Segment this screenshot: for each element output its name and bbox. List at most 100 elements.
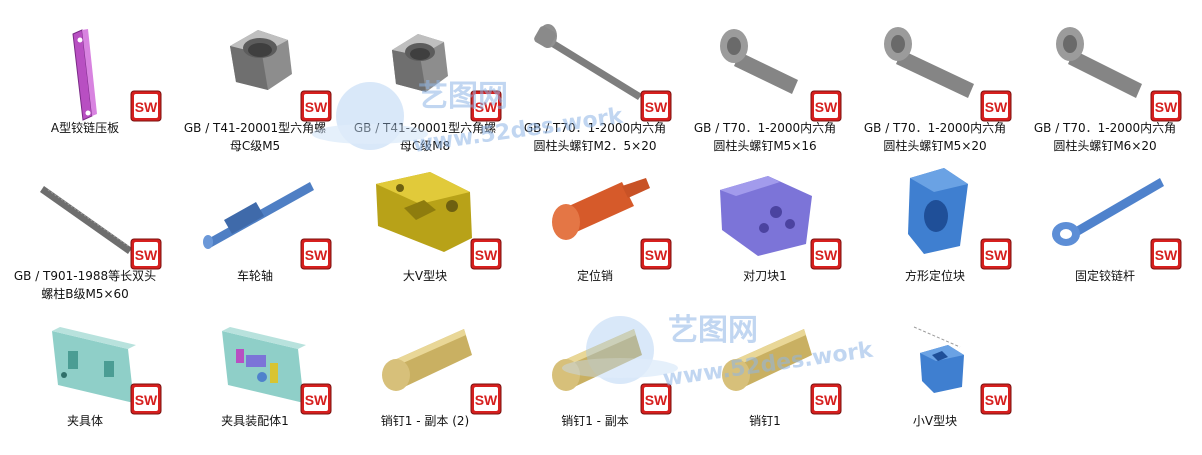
wheel-shaft-part-icon: [170, 160, 340, 272]
file-item-hex-nut-m5[interactable]: GB / T41-20001型六角螺 母C级M5: [170, 12, 340, 162]
file-name: GB / T901-1988等长双头 螺柱B级M5×60: [13, 269, 157, 301]
svg-text:SW: SW: [1155, 247, 1178, 263]
file-name: 大V型块: [402, 269, 448, 283]
solidworks-icon: SW: [130, 90, 162, 122]
solidworks-icon: SW: [810, 238, 842, 270]
svg-text:SW: SW: [985, 99, 1008, 115]
svg-text:SW: SW: [815, 99, 838, 115]
solidworks-icon: SW: [640, 383, 672, 415]
solidworks-icon: SW: [1150, 90, 1182, 122]
svg-text:SW: SW: [135, 392, 158, 408]
svg-text:SW: SW: [815, 247, 838, 263]
file-item-hinge-rod[interactable]: 固定铰链杆: [1020, 160, 1190, 310]
file-item-locating-pin[interactable]: 定位销: [510, 160, 680, 310]
file-item-small-v-block[interactable]: 小V型块: [850, 305, 1020, 455]
svg-text:SW: SW: [475, 99, 498, 115]
svg-text:SW: SW: [305, 99, 328, 115]
hinge-plate-part-icon: [0, 12, 170, 124]
svg-text:SW: SW: [1155, 99, 1178, 115]
file-name: A型铰链压板: [50, 121, 120, 135]
hinge-rod-part-icon: [1020, 160, 1190, 272]
svg-text:SW: SW: [645, 99, 668, 115]
solidworks-icon: SW: [980, 238, 1012, 270]
file-item-tool-setting-block[interactable]: 对刀块1: [680, 160, 850, 310]
svg-text:SW: SW: [135, 99, 158, 115]
file-item-wheel-shaft[interactable]: 车轮轴: [170, 160, 340, 310]
solidworks-icon: SW: [300, 90, 332, 122]
svg-text:SW: SW: [475, 392, 498, 408]
file-name: 销钉1: [749, 414, 781, 428]
solidworks-icon: SW: [1150, 238, 1182, 270]
file-name: GB / T41-20001型六角螺 母C级M8: [353, 121, 497, 153]
file-item-hex-nut-m8[interactable]: GB / T41-20001型六角螺 母C级M8: [340, 12, 510, 162]
dowel-pin-part-icon: [680, 305, 850, 417]
solidworks-icon: SW: [810, 90, 842, 122]
solidworks-icon: SW: [980, 90, 1012, 122]
large-v-block-part-icon: [340, 160, 510, 272]
small-v-block-part-icon: [850, 305, 1020, 417]
socket-screw-part-icon: [680, 12, 850, 124]
file-item-socket-screw-m6x20[interactable]: GB / T70．1-2000内六角 圆柱头螺钉M6×20: [1020, 12, 1190, 162]
file-item-fixture-assembly[interactable]: 夹具装配体1: [170, 305, 340, 455]
locating-pin-part-icon: [510, 160, 680, 272]
svg-text:SW: SW: [305, 392, 328, 408]
file-name: 固定铰链杆: [1074, 269, 1135, 283]
file-item-socket-screw-m5x20[interactable]: GB / T70．1-2000内六角 圆柱头螺钉M5×20: [850, 12, 1020, 162]
file-item-large-v-block[interactable]: 大V型块: [340, 160, 510, 310]
file-item-socket-screw-m2-5[interactable]: GB / T70．1-2000内六角 圆柱头螺钉M2．5×20: [510, 12, 680, 162]
solidworks-icon: SW: [980, 383, 1012, 415]
file-name: 夹具装配体1: [221, 414, 289, 428]
solidworks-icon: SW: [470, 238, 502, 270]
socket-screw-long-part-icon: [510, 12, 680, 124]
socket-screw-part-icon: [1020, 12, 1190, 124]
fixture-assembly-icon: [170, 305, 340, 417]
file-name: GB / T70．1-2000内六角 圆柱头螺钉M5×20: [863, 121, 1007, 153]
file-name: 销钉1 - 副本: [561, 414, 629, 428]
svg-text:SW: SW: [475, 247, 498, 263]
tool-setting-block-part-icon: [680, 160, 850, 272]
file-name: GB / T70．1-2000内六角 圆柱头螺钉M5×16: [693, 121, 837, 153]
svg-text:SW: SW: [985, 392, 1008, 408]
file-item-hinge-plate[interactable]: A型铰链压板: [0, 12, 170, 162]
solidworks-icon: SW: [300, 238, 332, 270]
file-name: 销钉1 - 副本 (2): [380, 414, 470, 428]
solidworks-icon: SW: [810, 383, 842, 415]
solidworks-icon: SW: [470, 383, 502, 415]
file-name: GB / T41-20001型六角螺 母C级M5: [183, 121, 327, 153]
hex-nut-part-icon: [170, 12, 340, 124]
svg-text:SW: SW: [815, 392, 838, 408]
solidworks-icon: SW: [640, 90, 672, 122]
file-name: 对刀块1: [743, 269, 787, 283]
file-item-stud-bolt[interactable]: GB / T901-1988等长双头 螺柱B级M5×60: [0, 160, 170, 310]
socket-screw-part-icon: [850, 12, 1020, 124]
file-name: GB / T70．1-2000内六角 圆柱头螺钉M6×20: [1033, 121, 1177, 153]
file-item-dowel-pin-copy-2[interactable]: 销钉1 - 副本 (2): [340, 305, 510, 455]
file-item-socket-screw-m5x16[interactable]: GB / T70．1-2000内六角 圆柱头螺钉M5×16: [680, 12, 850, 162]
svg-text:SW: SW: [305, 247, 328, 263]
file-name: GB / T70．1-2000内六角 圆柱头螺钉M2．5×20: [523, 121, 667, 153]
file-name: 夹具体: [66, 414, 103, 428]
stud-bolt-part-icon: [0, 160, 170, 272]
file-name: 小V型块: [912, 414, 958, 428]
solidworks-icon: SW: [470, 90, 502, 122]
dowel-pin-part-icon: [340, 305, 510, 417]
solidworks-icon: SW: [130, 383, 162, 415]
dowel-pin-part-icon: [510, 305, 680, 417]
svg-text:SW: SW: [645, 392, 668, 408]
file-name: 方形定位块: [904, 269, 965, 283]
square-locating-block-part-icon: [850, 160, 1020, 272]
file-item-fixture-body[interactable]: 夹具体: [0, 305, 170, 455]
solidworks-icon: SW: [130, 238, 162, 270]
file-name: 车轮轴: [236, 269, 273, 283]
file-item-square-locating-block[interactable]: 方形定位块: [850, 160, 1020, 310]
file-item-dowel-pin[interactable]: 销钉1: [680, 305, 850, 455]
file-name: 定位销: [576, 269, 613, 283]
svg-text:SW: SW: [135, 247, 158, 263]
hex-nut-part-icon: [340, 12, 510, 124]
solidworks-icon: SW: [300, 383, 332, 415]
svg-text:SW: SW: [645, 247, 668, 263]
solidworks-icon: SW: [640, 238, 672, 270]
fixture-body-part-icon: [0, 305, 170, 417]
file-item-dowel-pin-copy[interactable]: 销钉1 - 副本: [510, 305, 680, 455]
